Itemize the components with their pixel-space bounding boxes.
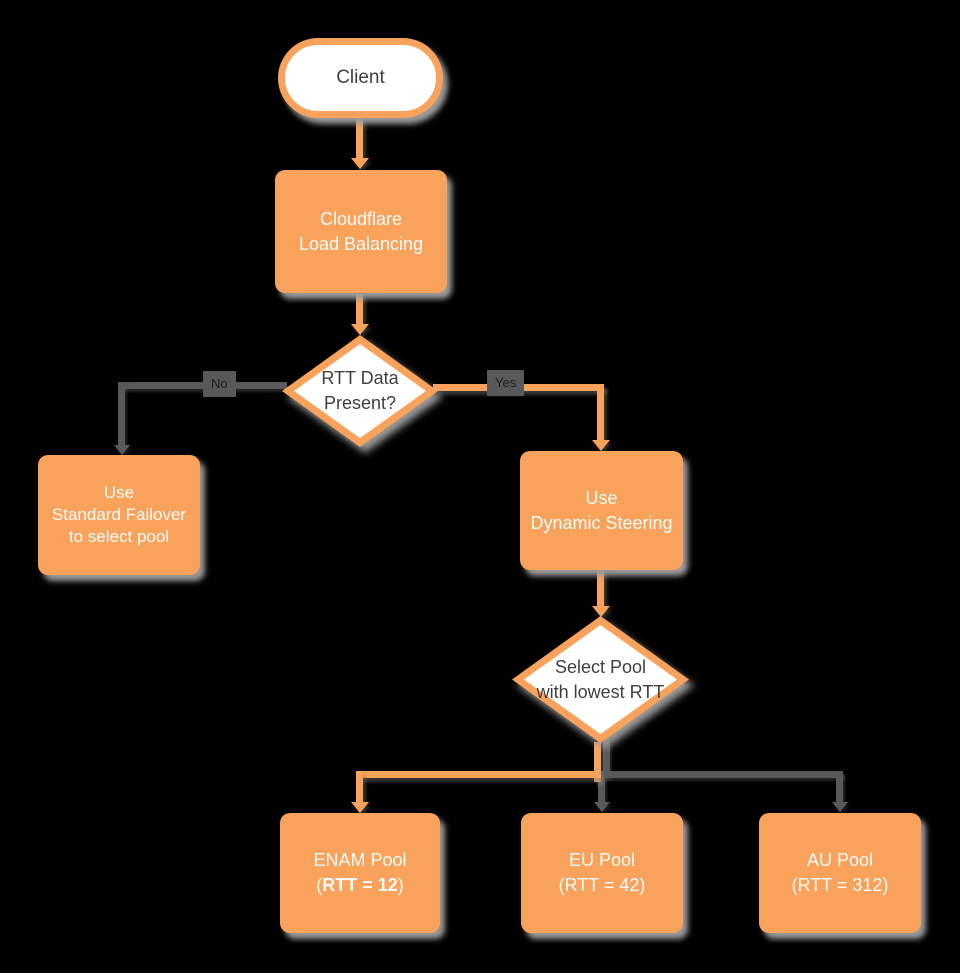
edge-client-to-lb bbox=[356, 117, 363, 159]
rtt-value-bold: RTT = 12 bbox=[322, 875, 398, 895]
edge-no-vertical bbox=[118, 382, 125, 445]
node-label-line: EU Pool bbox=[568, 850, 636, 870]
edge-label-no: No bbox=[203, 371, 236, 397]
arrowhead-into-standard-failover bbox=[114, 445, 130, 455]
edge-selectpool-stem-orange bbox=[594, 742, 601, 782]
edge-steering-to-select-pool bbox=[597, 569, 604, 607]
node-label-line: (RTT = 312) bbox=[791, 875, 889, 895]
node-standard-failover: Use Standard Failover to select pool bbox=[38, 455, 200, 575]
node-label-line: Present? bbox=[323, 393, 397, 413]
node-label-line: (RTT = 42) bbox=[558, 875, 646, 895]
diamond-label: RTT Data Present? bbox=[282, 335, 438, 447]
node-label-line: to select pool bbox=[68, 527, 170, 546]
node-label-line: ENAM Pool bbox=[313, 850, 407, 870]
node-au-pool: AU Pool (RTT = 312) bbox=[759, 813, 921, 933]
node-label-line: Dynamic Steering bbox=[530, 512, 673, 533]
node-dynamic-steering: Use Dynamic Steering bbox=[520, 451, 683, 570]
node-label-line: Use bbox=[585, 487, 618, 508]
arrowhead-into-au-pool bbox=[832, 802, 848, 812]
arrowhead-into-select-pool bbox=[592, 606, 610, 617]
edge-to-au-horizontal bbox=[601, 771, 843, 778]
diamond-label: Select Pool with lowest RTT bbox=[512, 616, 689, 743]
arrowhead-into-lb bbox=[351, 158, 369, 169]
node-cloudflare-load-balancing: Cloudflare Load Balancing bbox=[275, 170, 447, 293]
arrowhead-into-rtt-decision bbox=[351, 324, 369, 335]
edge-to-au-vertical bbox=[836, 771, 843, 802]
edge-label-yes: Yes bbox=[487, 370, 525, 396]
arrowhead-into-enam-pool bbox=[351, 802, 369, 813]
node-label-line: Select Pool bbox=[554, 656, 647, 677]
node-label-line: Load Balancing bbox=[298, 233, 424, 254]
edge-lb-to-rtt-decision bbox=[356, 292, 363, 325]
arrowhead-into-dynamic-steering bbox=[592, 440, 610, 451]
node-label-line: with lowest RTT bbox=[536, 681, 665, 702]
node-label-line: Cloudflare bbox=[319, 208, 403, 229]
edge-to-enam-vertical bbox=[356, 771, 363, 803]
node-label-line: RTT Data bbox=[321, 368, 399, 388]
node-enam-pool: ENAM Pool (RTT = 12) bbox=[280, 813, 440, 933]
node-eu-pool: EU Pool (RTT = 42) bbox=[521, 813, 683, 933]
edge-yes-vertical bbox=[597, 384, 604, 441]
edge-selectpool-stem-gray bbox=[603, 742, 610, 778]
node-label-line: (RTT = 12) bbox=[316, 873, 404, 898]
arrowhead-into-eu-pool bbox=[594, 802, 610, 812]
edge-to-enam-horizontal bbox=[356, 771, 601, 778]
node-client-label: Client bbox=[336, 67, 385, 88]
node-label-line: Use bbox=[103, 483, 135, 502]
node-label-line: Standard Failover bbox=[51, 505, 187, 524]
rtt-paren-close: ) bbox=[397, 875, 404, 895]
node-rtt-data-present-decision: RTT Data Present? bbox=[282, 335, 438, 447]
edge-to-eu-vertical bbox=[598, 776, 605, 802]
node-label-line: AU Pool bbox=[806, 850, 874, 870]
node-select-pool-decision: Select Pool with lowest RTT bbox=[512, 616, 689, 743]
rtt-paren-open: ( bbox=[316, 875, 323, 895]
node-client: Client bbox=[278, 38, 443, 118]
